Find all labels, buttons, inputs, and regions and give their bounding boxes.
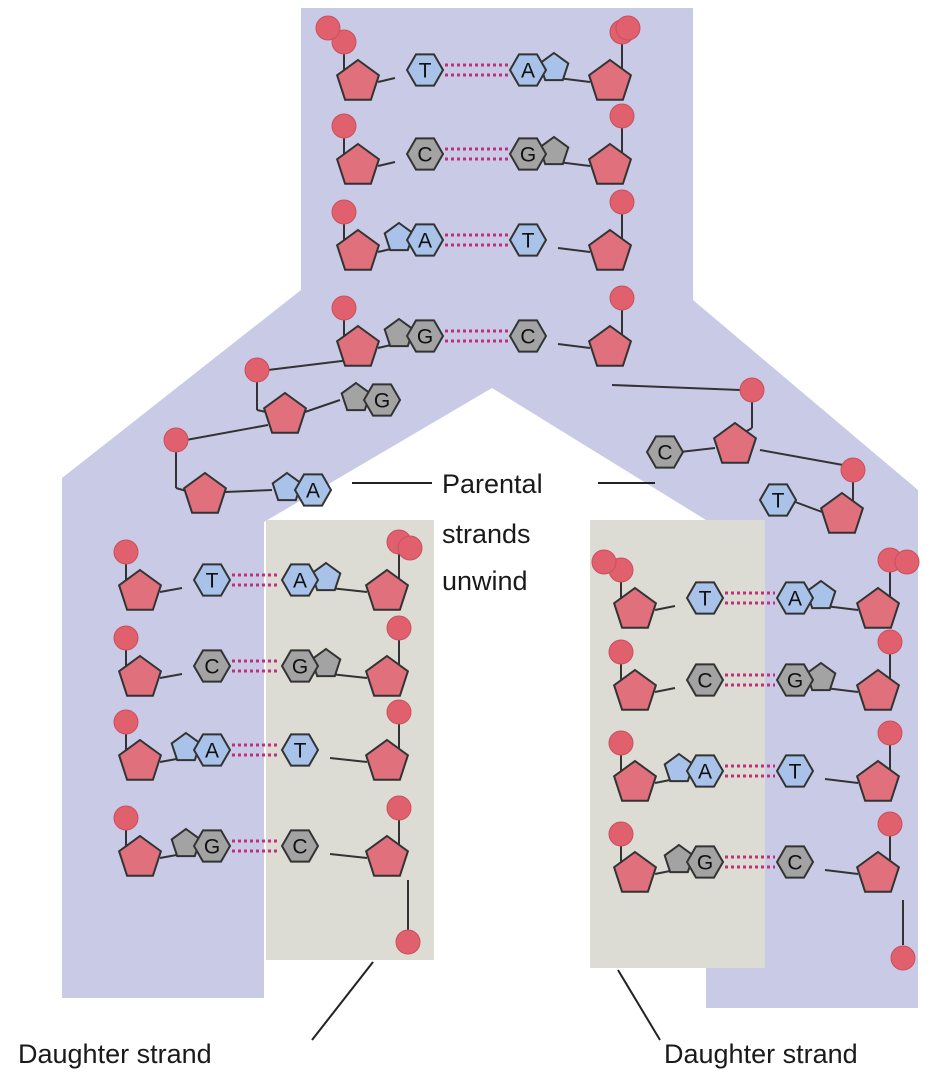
phosphate <box>114 806 138 830</box>
phosphate <box>610 286 634 310</box>
phosphate <box>616 16 640 40</box>
base-letter: T <box>789 761 802 784</box>
phosphate <box>878 721 902 745</box>
phosphate <box>332 296 356 320</box>
base-letter: A <box>698 761 712 784</box>
phosphate <box>891 946 915 970</box>
phosphate <box>740 378 764 402</box>
phosphate <box>114 626 138 650</box>
base-letter: C <box>292 836 307 859</box>
phosphate <box>245 358 269 382</box>
base-letter: C <box>657 442 672 465</box>
phosphate <box>610 104 634 128</box>
base-letter: A <box>293 570 307 593</box>
base-letter: C <box>204 656 219 679</box>
base-letter: T <box>772 490 785 513</box>
phosphate <box>398 536 422 560</box>
phosphate <box>114 540 138 564</box>
phosphate <box>592 550 616 574</box>
base-letter: G <box>204 836 220 859</box>
base-letter: T <box>522 230 535 253</box>
parental-label-line1: Parental <box>442 469 543 499</box>
base-letter: T <box>294 740 307 763</box>
parental-label-line2: strands <box>442 519 531 549</box>
base-letter: A <box>205 740 219 763</box>
phosphate <box>332 114 356 138</box>
base-letter: A <box>521 60 535 83</box>
base-letter: A <box>788 588 802 611</box>
base-letter: A <box>418 230 432 253</box>
phosphate <box>316 16 340 40</box>
base-letter: A <box>306 480 320 503</box>
base-letter: C <box>417 144 432 167</box>
base-letter: G <box>292 656 308 679</box>
daughter-left-pointer <box>312 962 373 1040</box>
phosphate <box>332 200 356 224</box>
base-letter: T <box>699 588 712 611</box>
daughter-right-pointer <box>618 970 660 1040</box>
base-letter: C <box>697 670 712 693</box>
base-letter: G <box>520 144 536 167</box>
phosphate <box>841 458 865 482</box>
base-letter: G <box>374 390 390 413</box>
base-letter: G <box>787 670 803 693</box>
base-letter: G <box>417 326 433 349</box>
phosphate <box>396 930 420 954</box>
daughter-strand-right-label: Daughter strand <box>664 1039 858 1069</box>
daughter-strand-left-label: Daughter strand <box>18 1039 212 1069</box>
phosphate <box>387 700 411 724</box>
phosphate <box>878 630 902 654</box>
base-letter: C <box>787 852 802 875</box>
phosphate <box>878 812 902 836</box>
base-letter: T <box>206 570 219 593</box>
base-letter: T <box>419 60 432 83</box>
phosphate <box>609 822 633 846</box>
phosphate <box>609 731 633 755</box>
phosphate <box>387 616 411 640</box>
phosphate <box>164 428 188 452</box>
base-letter: G <box>697 852 713 875</box>
parental-label-line3: unwind <box>442 566 528 596</box>
phosphate <box>387 796 411 820</box>
phosphate <box>114 710 138 734</box>
phosphate <box>610 190 634 214</box>
phosphate <box>609 640 633 664</box>
base-letter: C <box>520 326 535 349</box>
phosphate <box>895 550 919 574</box>
